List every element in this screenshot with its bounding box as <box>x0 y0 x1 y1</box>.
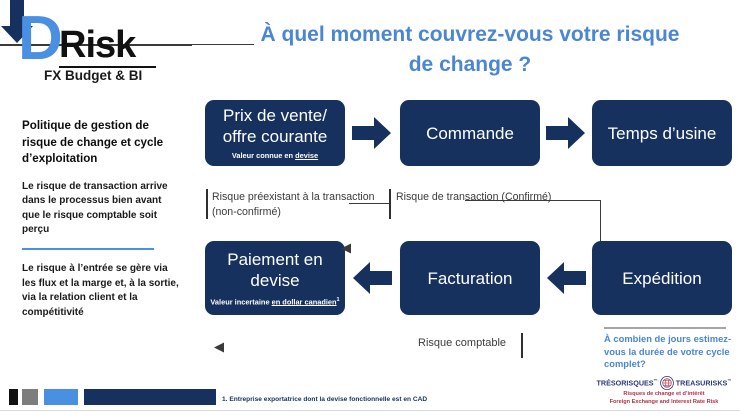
trademark-symbol: ™ <box>727 378 732 384</box>
flow-box-commande[interactable]: Commande <box>400 100 540 166</box>
subtitle-prefix: Valeur connue en <box>231 151 296 160</box>
flow-box-label: Facturation <box>427 268 513 288</box>
logo-letter-d: D <box>18 4 63 73</box>
flow-box-label: Commande <box>426 123 514 143</box>
trademark-symbol: ™ <box>653 378 658 384</box>
flow-box-prix-de-vente[interactable]: Prix de vente/ offre courante Valeur con… <box>205 100 345 166</box>
logo-word-risk: Risk <box>59 24 136 66</box>
flow-box-expedition[interactable]: Expédition <box>592 241 732 315</box>
footer-divider <box>0 410 740 411</box>
annotation-bracket-right <box>521 333 523 358</box>
subtitle-underlined: en dollar canadien <box>271 297 337 307</box>
risque-comptable-line <box>0 45 192 47</box>
flow-box-label: Prix de vente/ offre courante <box>222 106 328 146</box>
annotation-risque-transaction: Risque de transaction (Confirmé) <box>396 191 552 203</box>
tresorisques-brand-fr: TRÉSORISQUES™ <box>596 378 658 388</box>
annotation-bracket-left <box>206 189 208 219</box>
subtitle-underlined: devise <box>295 151 319 160</box>
tresorisques-logo: TRÉSORISQUES™ TREASURISKS™ Risques de ch… <box>594 376 734 407</box>
footer-bar-blue <box>44 389 78 405</box>
sidebar-paragraph-1: Le risque de transaction arrive dans le … <box>22 180 168 236</box>
sidebar-paragraph-2: Le risque à l’entrée se gère via les flu… <box>22 263 179 318</box>
tresorisques-tagline-fr: Risques de change et d’intérêt <box>623 391 705 397</box>
feedback-line-top <box>0 44 254 46</box>
page-title: À quel moment couvrez-vous votre risque … <box>260 23 680 76</box>
flow-box-subtitle: Valeur incertaine en dollar canadien1 <box>210 295 339 307</box>
logo-underline <box>59 66 156 68</box>
arrow-right-icon <box>546 116 586 150</box>
annotation-risque-preexistant: Risque préexistant à la transaction (non… <box>212 191 375 218</box>
footer-bar-black <box>9 389 18 405</box>
annotation-risque-comptable: Risque comptable <box>418 337 507 349</box>
logo-tagline: FX Budget & BI <box>44 68 143 83</box>
tresorisques-brand-en: TREASURISKS™ <box>675 378 732 388</box>
flow-box-label: Expédition <box>622 268 702 288</box>
drisk-logo: D Risk FX Budget & BI <box>14 4 164 83</box>
arrow-right-icon <box>352 116 392 150</box>
sidebar-divider <box>22 247 154 250</box>
tresorisques-wordmark-row: TRÉSORISQUES™ TREASURISKS™ <box>594 376 734 390</box>
question-divider <box>604 327 726 329</box>
arrow-down-icon <box>0 0 34 44</box>
footer-bar-navy <box>84 389 216 405</box>
cycle-duration-question: À combien de jours estimez-vous la durée… <box>604 333 732 369</box>
arrowhead-left-icon <box>214 340 224 353</box>
subtitle-prefix: Valeur incertaine <box>210 297 272 307</box>
sidebar-heading: Politique de gestion de risque de change… <box>22 119 164 165</box>
footnote-text: 1. Entreprise exportatrice dont la devis… <box>222 396 428 403</box>
footer-bar-gray <box>22 389 38 405</box>
arrowhead-left-icon <box>341 241 351 254</box>
annotation-bracket-middle <box>389 189 391 219</box>
flow-box-temps-dusine[interactable]: Temps d’usine <box>592 100 732 166</box>
arrow-left-icon <box>352 261 392 295</box>
annotation-transaction-drop-line <box>600 200 602 241</box>
flow-box-paiement-en-devise[interactable]: Paiement en devise Valeur incertaine en … <box>205 241 345 315</box>
flow-box-label: Temps d’usine <box>607 123 717 143</box>
subtitle-footnote-marker: 1 <box>336 296 340 303</box>
flow-box-subtitle: Valeur connue en devise <box>232 151 318 161</box>
arrow-left-icon <box>546 261 586 295</box>
flow-box-facturation[interactable]: Facturation <box>400 241 540 315</box>
sidebar: Politique de gestion de risque de change… <box>22 118 182 320</box>
globe-icon <box>659 376 674 390</box>
annotation-connector-line <box>349 203 390 205</box>
tresorisques-tagline-en: Foreign Exchange and Interest Rate Risk <box>609 399 719 406</box>
annotation-transaction-line <box>465 200 601 202</box>
flow-box-label: Paiement en devise <box>227 249 323 290</box>
